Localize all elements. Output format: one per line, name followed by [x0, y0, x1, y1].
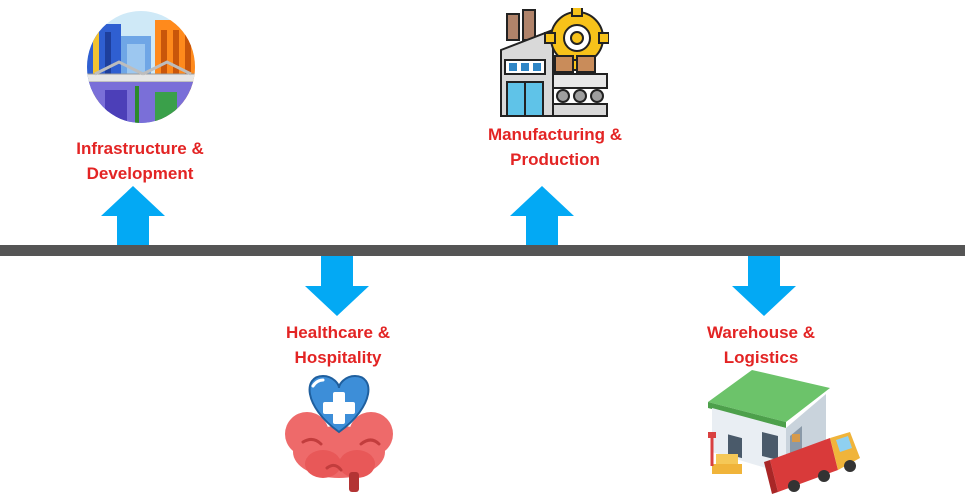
label-line-2: Hospitality: [294, 348, 382, 367]
down-arrow-icon: [732, 256, 796, 316]
timeline-bar: [0, 245, 965, 256]
city-buildings-icon: [87, 11, 195, 123]
label-line-1: Warehouse &: [706, 323, 815, 342]
label-line-2: Development: [86, 164, 194, 183]
heart-brain-plus-icon: [285, 374, 393, 492]
label-manufacturing-production: Manufacturing & Production: [475, 122, 635, 172]
label-warehouse-logistics: Warehouse & Logistics: [681, 320, 841, 370]
up-arrow-icon: [101, 186, 165, 245]
factory-gear-icon: [500, 8, 609, 117]
warehouse-truck-icon: [708, 370, 860, 494]
label-infrastructure-development: Infrastructure & Development: [60, 136, 220, 186]
up-arrow-icon: [510, 186, 574, 245]
label-line-1: Infrastructure &: [76, 139, 204, 158]
label-line-1: Manufacturing &: [487, 125, 623, 144]
label-line-2: Logistics: [723, 348, 799, 367]
label-line-2: Production: [510, 150, 600, 169]
down-arrow-icon: [305, 256, 369, 316]
label-line-1: Healthcare &: [286, 323, 390, 342]
label-healthcare-hospitality: Healthcare & Hospitality: [258, 320, 418, 370]
